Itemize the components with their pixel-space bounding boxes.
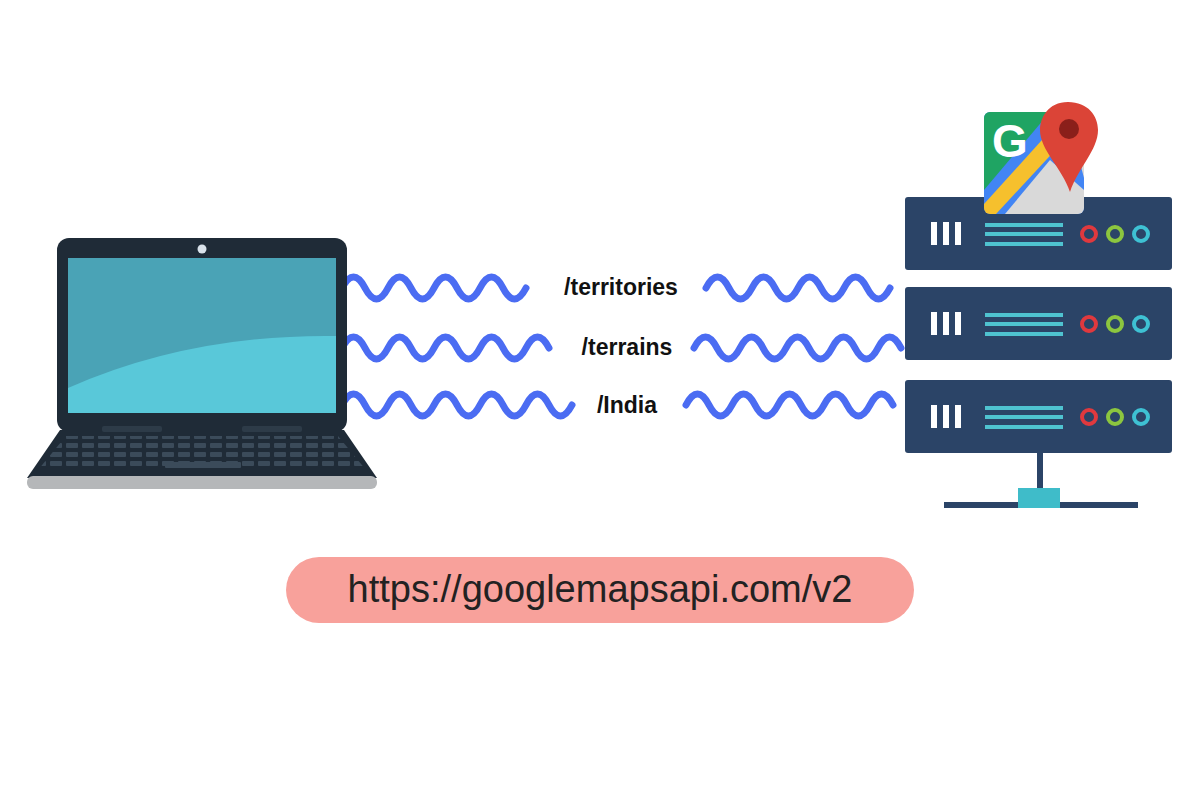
screen-shine: [68, 336, 336, 413]
server-led: [1108, 410, 1122, 424]
server-vent: [943, 405, 949, 428]
laptop-screen: [68, 258, 336, 413]
server-slot: [985, 313, 1063, 317]
wavy-line: [342, 337, 549, 359]
server-vent: [931, 405, 937, 428]
server-port: [1018, 488, 1060, 508]
wavy-line: [706, 277, 890, 299]
server-led: [1108, 317, 1122, 331]
wavy-line: [342, 394, 572, 416]
server-vent: [955, 222, 961, 245]
maps-logo: [984, 102, 1098, 214]
laptop-lid: [57, 238, 347, 432]
server-led: [1082, 317, 1096, 331]
route-label: /India: [593, 392, 661, 420]
keyboard: [38, 436, 366, 470]
server-stack: [905, 197, 1172, 508]
server-unit: [905, 380, 1172, 453]
spacebar: [165, 462, 241, 468]
server-slot: [985, 332, 1063, 336]
server-led: [1108, 227, 1122, 241]
server-vent: [931, 222, 937, 245]
server-slot: [985, 425, 1063, 429]
wavy-line: [342, 277, 526, 299]
wavy-line: [694, 337, 901, 359]
server-vent: [943, 222, 949, 245]
map-pin: [1040, 102, 1098, 192]
server-slot: [985, 223, 1063, 227]
server-vent: [955, 405, 961, 428]
server-slot: [985, 242, 1063, 246]
route-label: /territories: [560, 274, 682, 302]
server-slot: [985, 415, 1063, 419]
laptop-camera: [198, 245, 207, 254]
server-led: [1082, 227, 1096, 241]
laptop: [27, 238, 377, 489]
server-led: [1134, 410, 1148, 424]
url-pill: https://googlemapsapi.com/v2: [286, 557, 914, 623]
server-led: [1134, 227, 1148, 241]
url-text: https://googlemapsapi.com/v2: [348, 567, 853, 613]
laptop-edge: [27, 476, 377, 489]
server-slot: [985, 406, 1063, 410]
server-unit: [905, 287, 1172, 360]
server-slot: [985, 232, 1063, 236]
server-stand: [1037, 452, 1043, 492]
server-vent: [931, 312, 937, 335]
server-vent: [943, 312, 949, 335]
server-led: [1134, 317, 1148, 331]
server-led: [1082, 410, 1096, 424]
hinge: [102, 426, 162, 432]
map-pin-dot: [1059, 119, 1079, 139]
logo-letter: G: [992, 118, 1028, 164]
server-slot: [985, 322, 1063, 326]
laptop-base: [27, 430, 377, 478]
route-label: /terrains: [578, 334, 677, 362]
hinge: [242, 426, 302, 432]
server-vent: [955, 312, 961, 335]
wavy-line: [686, 394, 893, 416]
